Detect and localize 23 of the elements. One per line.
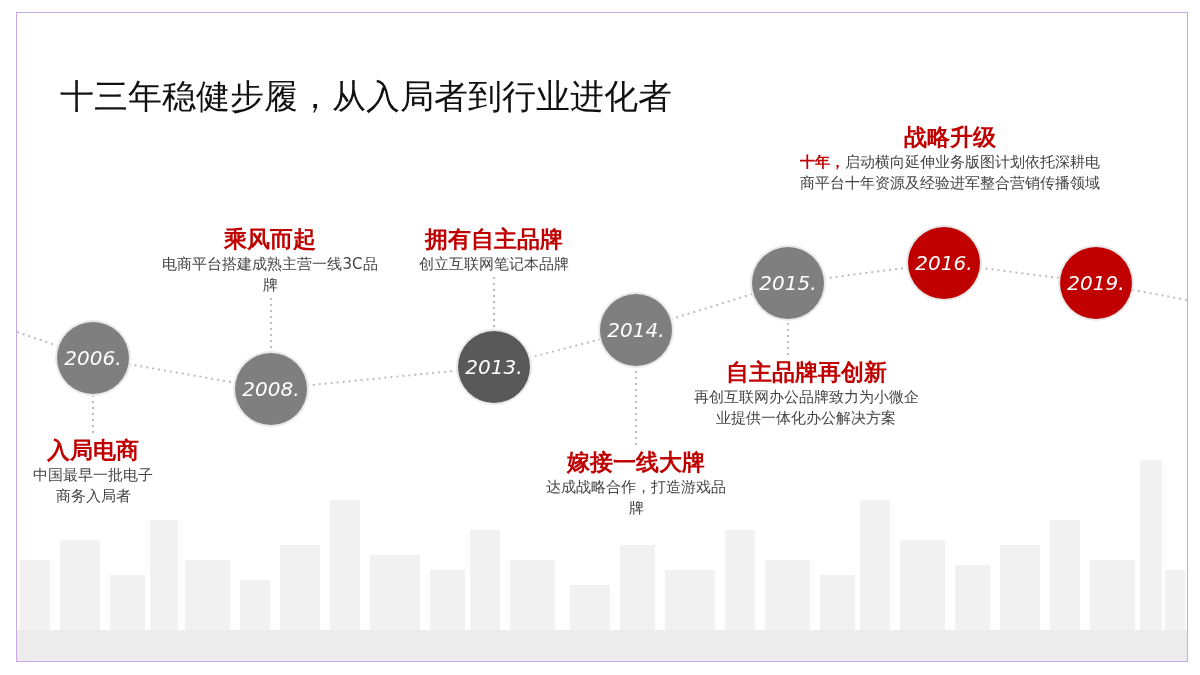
- milestone-heading: 乘风而起: [223, 225, 317, 254]
- milestone-heading: 战略升级: [903, 123, 997, 152]
- year-circle: 2016.: [908, 227, 980, 299]
- milestone-heading: 入局电商: [46, 436, 140, 465]
- milestone-heading: 嫁接一线大牌: [565, 448, 706, 477]
- milestone-description: 电商平台搭建成熟主营一线3C品牌: [161, 254, 379, 296]
- timeline-connector: [493, 276, 495, 330]
- milestone-heading: 自主品牌再创新: [724, 358, 888, 387]
- year-circle: 2019.: [1060, 247, 1132, 319]
- year-circle: 2014.: [600, 294, 672, 366]
- milestone-description: 达成战略合作，打造游戏品牌: [545, 477, 727, 519]
- year-circle: 2015.: [752, 247, 824, 319]
- timeline-connector: [787, 320, 789, 356]
- title: 十三年稳健步履，从入局者到行业进化者: [60, 75, 672, 118]
- timeline-connector: [92, 395, 94, 434]
- milestone-description: 中国最早一批电子商务入局者: [32, 465, 154, 507]
- milestone-description: 创立互联网笔记本品牌: [418, 254, 570, 275]
- year-circle: 2008.: [235, 353, 307, 425]
- year-circle: 2006.: [57, 322, 129, 394]
- milestone-description: 十年，启动横向延伸业务版图计划依托深耕电商平台十年资源及经验进军整合营销传播领域: [800, 152, 1100, 194]
- milestone-description: 再创互联网办公品牌致力为小微企业提供一体化办公解决方案: [692, 387, 920, 429]
- milestone-heading: 拥有自主品牌: [423, 225, 564, 254]
- year-circle: 2013.: [458, 331, 530, 403]
